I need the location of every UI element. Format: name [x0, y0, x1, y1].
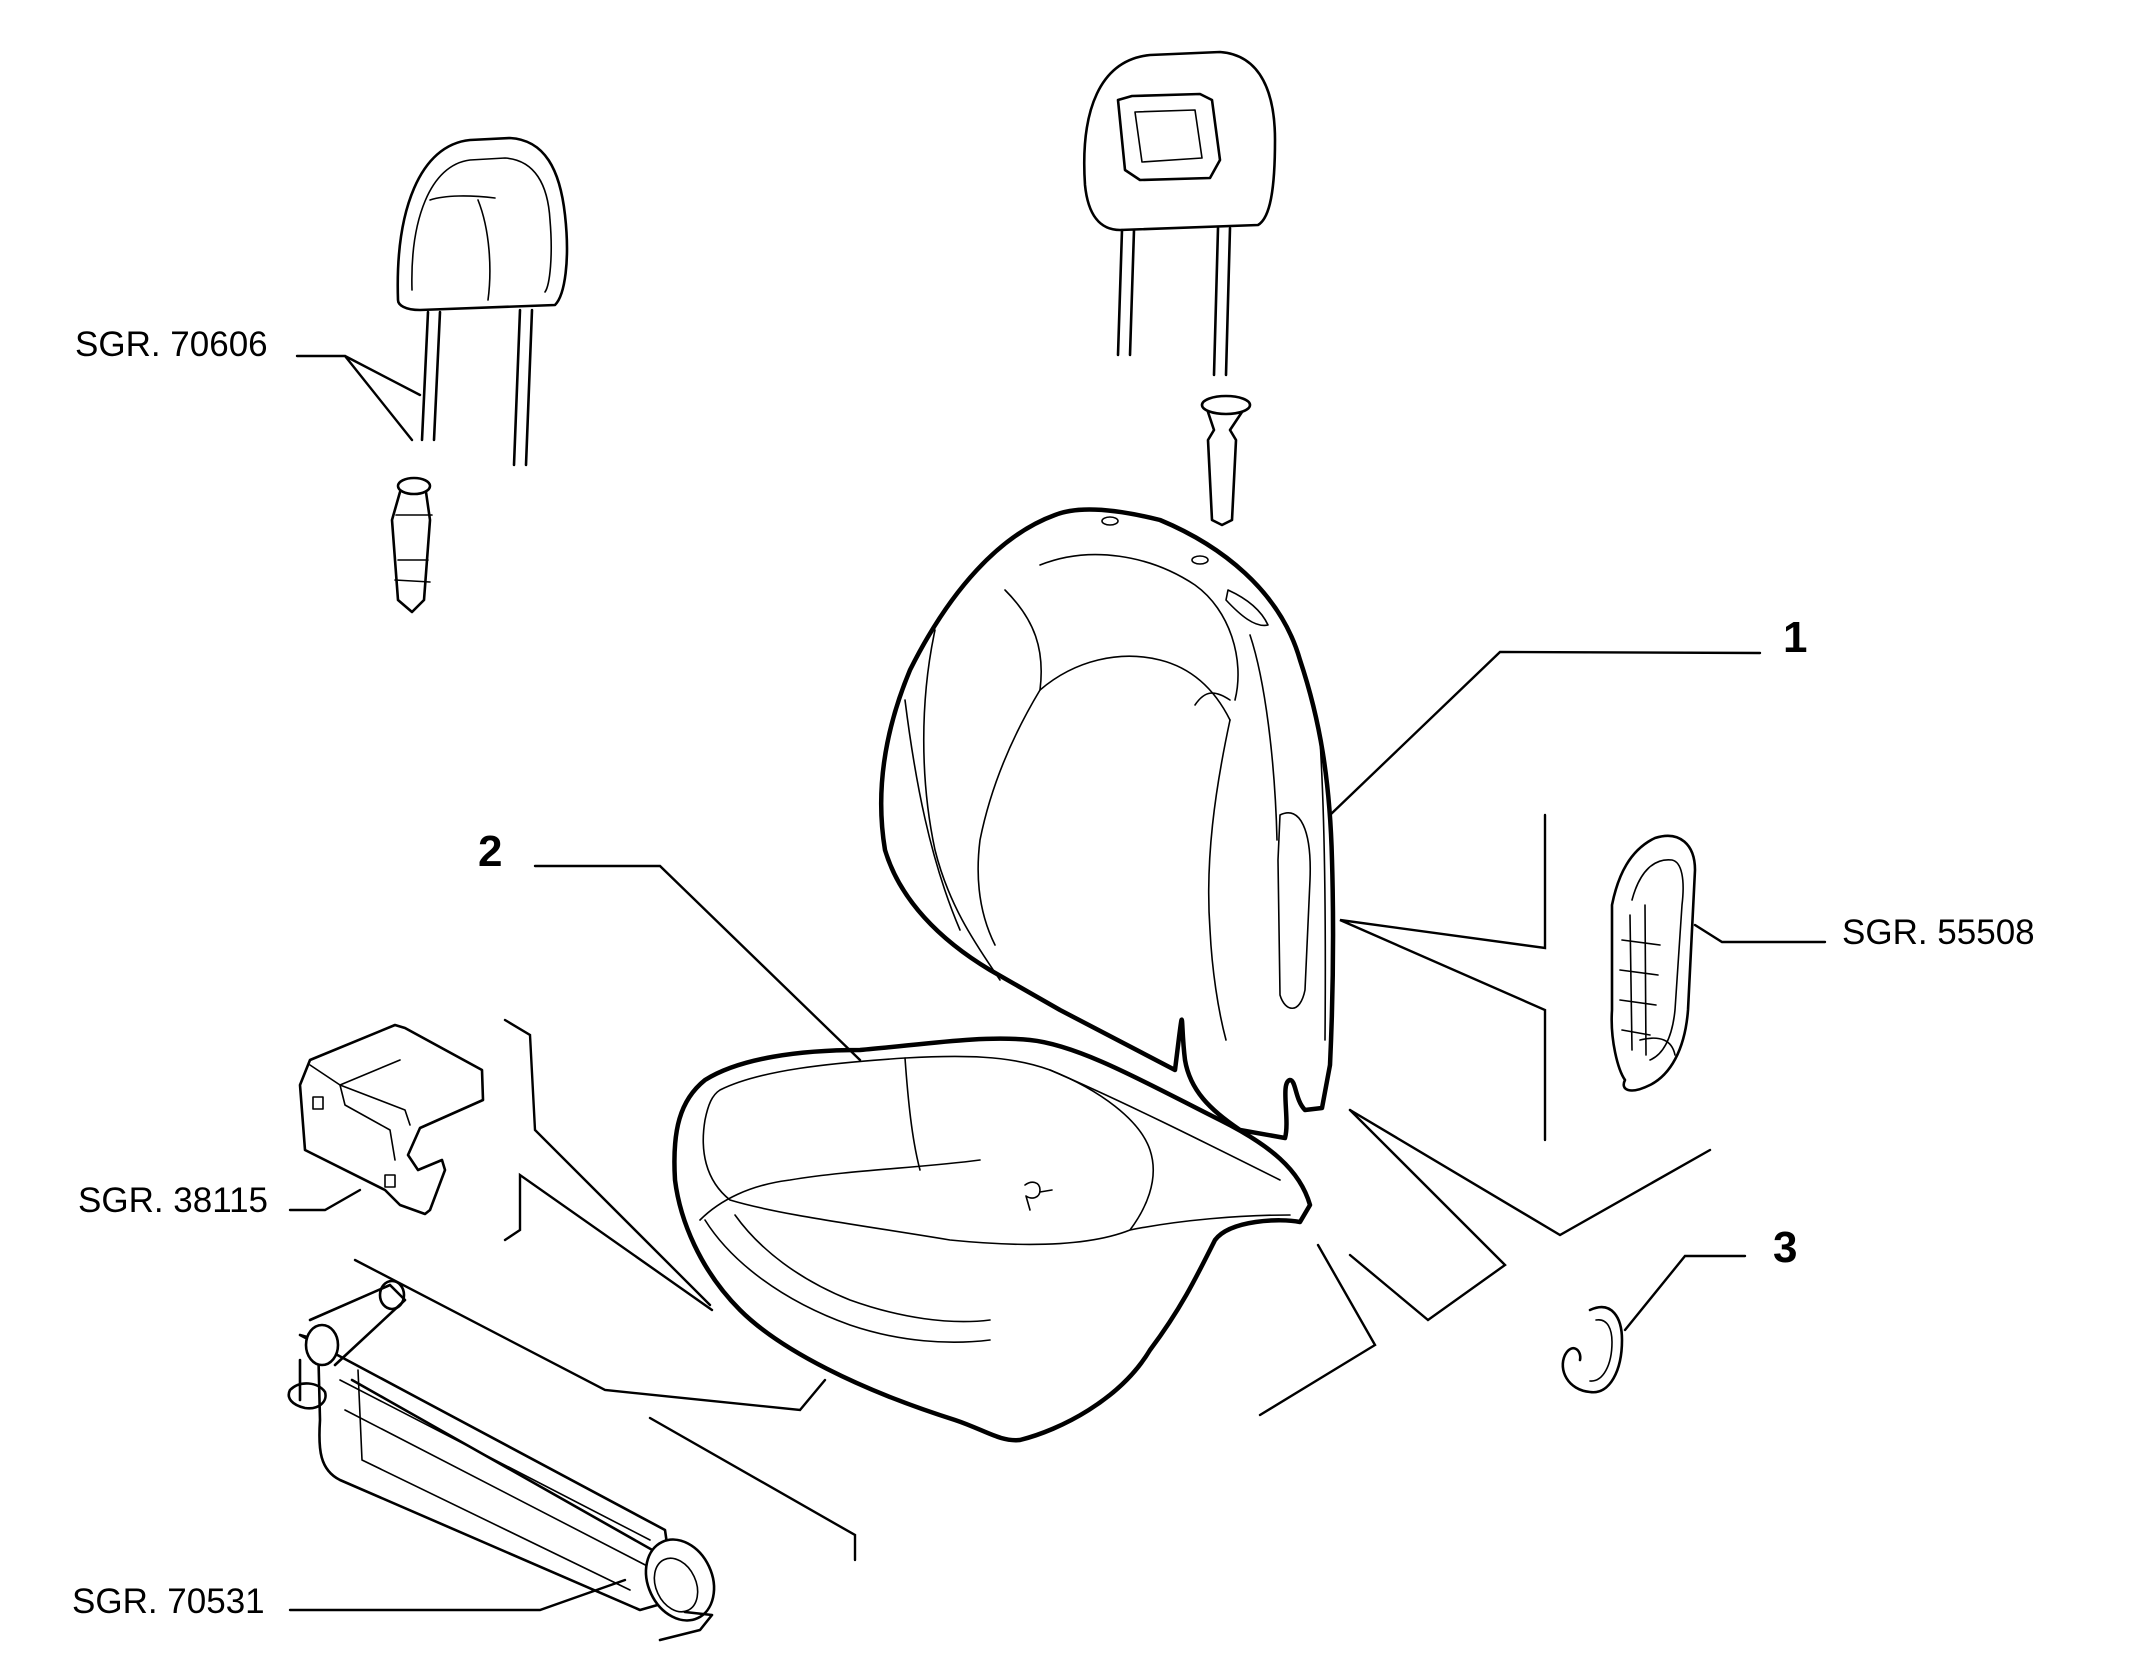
- item-2-label: 2: [478, 827, 502, 876]
- clip-ring: [1561, 1305, 1624, 1394]
- item-3-label: 3: [1773, 1223, 1797, 1272]
- sgr-70531-label: SGR. 70531: [72, 1582, 265, 1621]
- right-headrest-guide: [1200, 394, 1252, 527]
- sgr-55508-label: SGR. 55508: [1842, 913, 2035, 952]
- item-1-label: 1: [1783, 613, 1807, 662]
- sgr-70606-label: SGR. 70606: [75, 325, 268, 364]
- seat-cushion: [672, 1036, 1313, 1443]
- left-headrest: [390, 136, 569, 614]
- right-headrest: [1083, 50, 1277, 527]
- side-panel: [1610, 834, 1697, 1092]
- leader-lines: [288, 354, 1827, 1612]
- left-headrest-guide: [390, 476, 433, 614]
- tube-assembly: [287, 1279, 716, 1642]
- labels: 1 2 3 SGR. 70606 SGR. 55508 SGR. 38115 S…: [72, 325, 2035, 1621]
- seat-backrest: [878, 507, 1336, 1141]
- sgr-38115-label: SGR. 38115: [78, 1181, 268, 1220]
- bracket: [298, 1023, 485, 1216]
